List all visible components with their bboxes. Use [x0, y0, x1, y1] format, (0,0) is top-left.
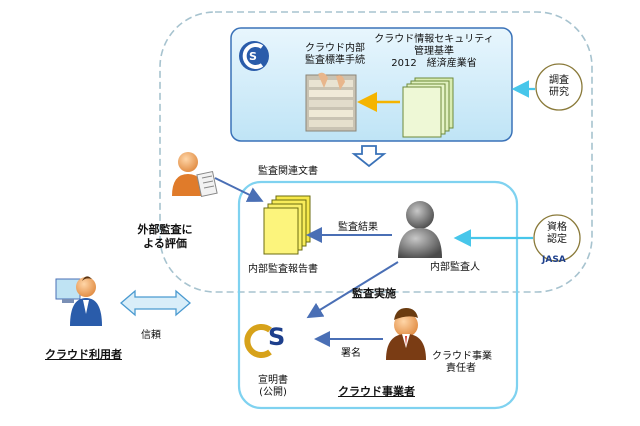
down-flow-arrow [351, 145, 387, 168]
internal-auditor-label: 内部監査人 [430, 262, 480, 273]
svg-text:S: S [268, 323, 285, 351]
security-standard-label: クラウド情報セキュリティ 管理基準 2012 経済産業省 [374, 34, 494, 70]
security-standard-line3: 2012 経済産業省 [391, 58, 477, 69]
cloud-procedure-label: クラウド内部 監査標準手続 [304, 43, 366, 67]
internal-auditor-icon [398, 201, 442, 258]
declaration-line2: (公開) [259, 387, 287, 398]
provider-manager-label: クラウド事業 責任者 [432, 351, 492, 375]
provider-manager-icon [386, 308, 426, 360]
internal-report-stack [263, 195, 311, 255]
qualification-circle [533, 214, 581, 262]
signature-label: 署名 [341, 348, 361, 359]
qualification-line2: 認定 [547, 234, 567, 245]
cs-logo-icon: S [239, 41, 269, 71]
declaration-line1: 宣明書 [258, 375, 288, 386]
cloud-user-label: クラウド利用者 [45, 348, 122, 361]
docs-flow-arrow [214, 177, 264, 202]
file-drawer-image [305, 72, 357, 132]
jasa-logo-icon: JASA [541, 255, 566, 265]
qualification-line1: 資格 [547, 222, 567, 233]
audit-result-label: 監査結果 [338, 222, 378, 233]
standard-document-stack [402, 77, 454, 138]
cloud-provider-label: クラウド事業者 [338, 385, 415, 398]
qualification-label: 資格 認定 [543, 222, 571, 246]
internal-report-label: 内部監査報告書 [248, 264, 318, 275]
research-circle [535, 63, 583, 111]
research-line2: 研究 [549, 87, 569, 98]
security-standard-line2: 管理基準 [414, 46, 454, 57]
svg-text:S: S [249, 50, 257, 63]
provider-box [237, 180, 519, 410]
external-auditor-icon [172, 152, 218, 198]
cloud-procedure-line2: 監査標準手続 [305, 55, 365, 66]
external-audit-line1: 外部監査に [137, 223, 193, 236]
audit-execution-arrow [306, 261, 399, 319]
cloud-procedure-line1: クラウド内部 [305, 43, 365, 54]
cs-declaration-logo: S [244, 323, 285, 358]
provider-manager-line1: クラウド事業 [432, 351, 492, 362]
docs-label: 監査関連文書 [258, 166, 318, 177]
trust-label: 信頼 [141, 330, 161, 341]
external-audit-label: 外部監査に よる評価 [130, 223, 200, 251]
cloud-user-icon [55, 276, 102, 326]
outer-dashed-region [159, 11, 593, 293]
audit-execution-label: 監査実施 [352, 287, 396, 300]
declaration-label: 宣明書 (公開) [256, 375, 290, 399]
provider-manager-line2: 責任者 [446, 363, 476, 374]
svg-text:JASA: JASA [541, 255, 566, 265]
research-line1: 調査 [549, 75, 569, 86]
trust-double-arrow [120, 289, 191, 317]
research-label: 調査 研究 [545, 75, 573, 99]
external-audit-line2: よる評価 [143, 237, 187, 250]
security-standard-line1: クラウド情報セキュリティ [374, 34, 494, 45]
